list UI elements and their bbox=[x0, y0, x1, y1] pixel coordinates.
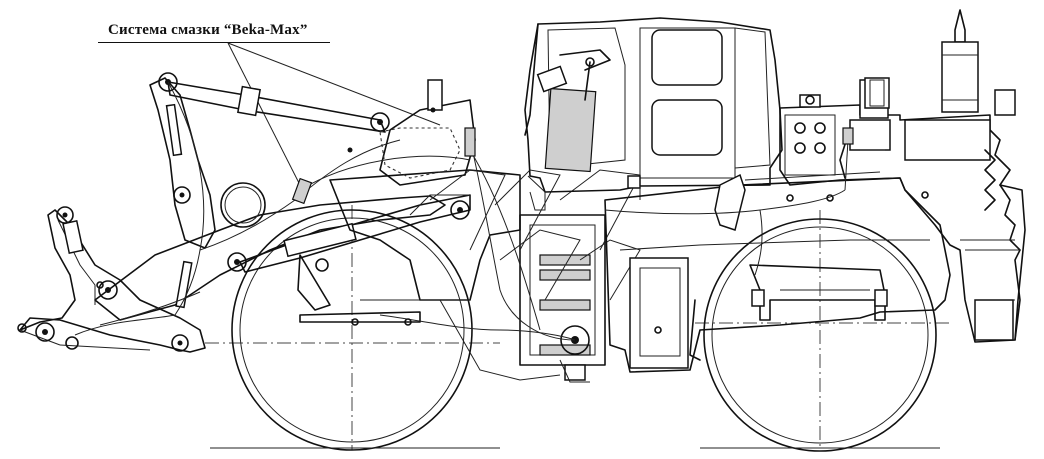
hatch-overlay bbox=[429, 169, 641, 301]
lift-cylinder bbox=[239, 194, 471, 323]
bucket bbox=[17, 206, 206, 353]
front-wheel bbox=[231, 209, 473, 451]
rear-frame bbox=[604, 171, 951, 373]
centre-lines bbox=[205, 205, 950, 450]
caption-underline bbox=[98, 42, 330, 43]
caption-leader-lines bbox=[227, 42, 441, 186]
lubrication-hoses bbox=[74, 81, 854, 341]
exhaust-stack bbox=[864, 9, 979, 113]
lubrication-system-caption: Система смазки “Beka-Max” bbox=[108, 22, 308, 38]
lift-arm bbox=[94, 72, 446, 321]
articulation-section bbox=[519, 214, 606, 383]
engine-hood bbox=[779, 79, 1021, 343]
operator-cab bbox=[524, 17, 783, 211]
rear-wheel bbox=[703, 218, 937, 452]
front-frame bbox=[329, 79, 561, 381]
fastener-marks bbox=[96, 194, 834, 334]
counterweight bbox=[965, 184, 1026, 341]
tilt-cylinder bbox=[167, 81, 390, 133]
